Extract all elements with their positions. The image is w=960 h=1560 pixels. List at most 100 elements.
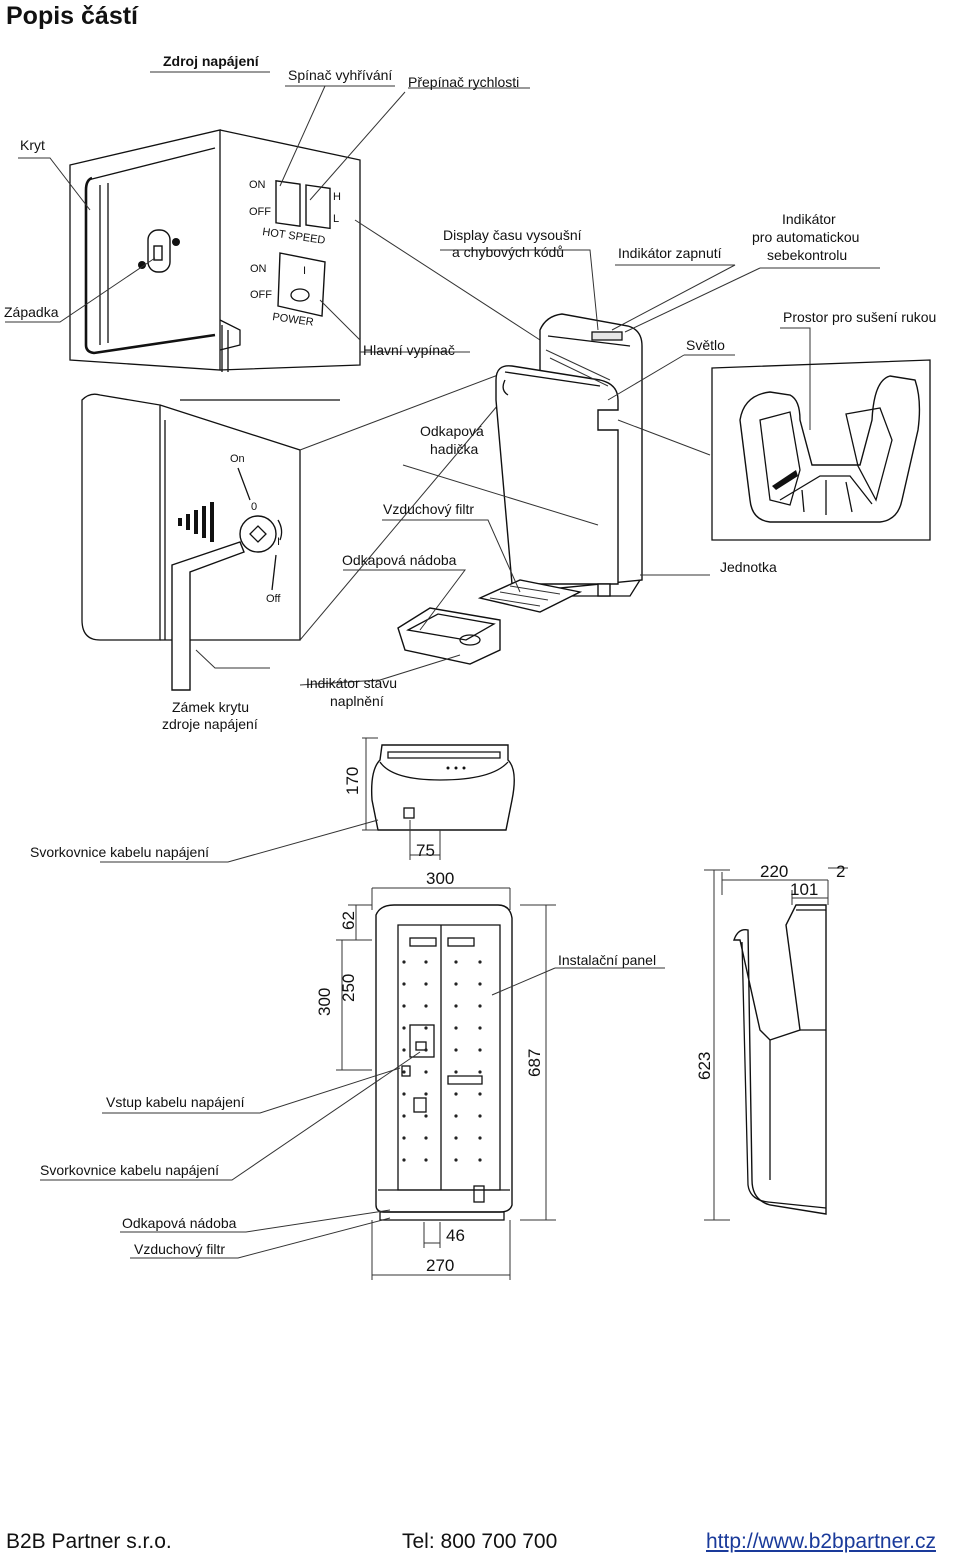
label-air-filter-bottom: Vzduchový filtr [134,1241,225,1257]
panel-hole [402,960,406,964]
panel-hole [402,1136,406,1140]
hot-speed-text: HOT SPEED [262,226,326,247]
panel-off-text: OFF [249,206,271,218]
panel-hole [402,982,406,986]
l-text: L [333,213,339,225]
panel-hole [454,1070,458,1074]
panel-hole [424,960,428,964]
panel-hole [454,1136,458,1140]
label-drain-hose-2: hadička [430,441,478,457]
panel-hole [424,1048,428,1052]
panel-hole [454,1026,458,1030]
label-terminal-block-bottom: Svorkovnice kabelu napájení [40,1162,219,1178]
label-on-indicator: Indikátor zapnutí [618,245,722,261]
dim-687: 687 [525,1049,544,1077]
panel-hole [454,960,458,964]
label-display-2: a chybových kódů [452,244,564,260]
panel-hole [478,1092,482,1096]
panel-hole [478,960,482,964]
panel-hole [478,1070,482,1074]
label-self-check-1: Indikátor [782,211,836,227]
leaders-unit [299,249,880,686]
label-light: Světlo [686,337,725,353]
footer-company: B2B Partner s.r.o. [6,1530,172,1553]
panel-hole [424,982,428,986]
leaders-top-left [5,71,541,353]
panel-holes [402,960,482,1162]
footer-url-wrapper: http://www.b2bpartner.cz [706,1530,936,1554]
panel-hole [454,1004,458,1008]
panel-hole [478,1026,482,1030]
panel-hole [424,1026,428,1030]
lock-1-text: I [277,536,280,548]
label-cover: Kryt [20,137,45,153]
panel-hole [454,1092,458,1096]
panel-hole [424,1114,428,1118]
panel-hole [424,1158,428,1162]
switch-i-text: I [303,265,306,277]
panel-hole [454,1048,458,1052]
label-unit: Jednotka [720,559,777,575]
label-fill-indicator-1: Indikátor stavu [306,675,397,691]
panel-hole [478,1114,482,1118]
label-air-filter: Vzduchový filtr [383,501,474,517]
panel-hole [454,982,458,986]
page-title: Popis částí [6,2,138,30]
lock-0-text: 0 [251,501,257,513]
dim-75: 75 [416,841,435,860]
label-drip-tray-bottom: Odkapová nádoba [122,1215,237,1231]
drying-space-detail [711,359,931,541]
panel-hole [402,1114,406,1118]
label-terminal-block-top: Svorkovnice kabelu napájení [30,844,209,860]
panel-hole [424,1070,428,1074]
label-speed-switch: Přepínač rychlosti [408,74,519,90]
lock-off-text: Off [266,593,281,605]
label-heater-switch: Spínač vyhřívání [288,67,392,83]
label-drying-space: Prostor pro sušení rukou [783,309,936,325]
label-self-check-2: pro automatickou [752,229,859,245]
parts-diagram: I ON OFF HOT SPEED H L ON OFF POWER Zdro… [4,53,936,1280]
label-fill-indicator-2: naplnění [330,693,384,709]
label-display-1: Display času vysoušní [443,227,582,243]
leader-cover-lock [195,649,270,669]
label-power-source: Zdroj napájení [163,53,260,69]
panel-hole [454,1158,458,1162]
dim-300-top: 300 [426,869,454,888]
panel-hole [478,982,482,986]
dim-46: 46 [446,1226,465,1245]
label-main-switch: Hlavní vypínač [363,342,455,358]
label-drain-hose-1: Odkapová [420,423,484,439]
power-text: POWER [272,311,315,329]
cover-lock-detail: On Off 0 I [81,393,340,691]
panel-hole [478,1136,482,1140]
panel-hole [424,1136,428,1140]
panel-hole [402,1092,406,1096]
dim-170: 170 [343,767,362,795]
label-latch: Západka [4,304,59,320]
panel-hole [402,1070,406,1074]
leader-lock-to-unit [299,374,499,451]
cover-detail: I ON OFF HOT SPEED H L ON OFF POWER [69,129,361,372]
top-view [100,737,515,863]
lock-on-text: On [230,453,245,465]
label-self-check-3: sebekontrolu [767,247,847,263]
side-view [704,867,848,1221]
panel-hole [402,1026,406,1030]
panel-hole [478,1048,482,1052]
panel-hole [402,1158,406,1162]
drip-tray-and-filter [397,579,583,665]
front-view [40,887,665,1280]
label-cover-lock-2: zdroje napájení [162,716,258,732]
power-off-text: OFF [250,289,272,301]
power-on-text: ON [250,263,267,275]
panel-on-text: ON [249,179,266,191]
footer-url-link[interactable]: http://www.b2bpartner.cz [706,1530,936,1553]
panel-hole [402,1048,406,1052]
panel-hole [424,1092,428,1096]
hand-dryer-unit [495,313,643,597]
label-install-panel: Instalační panel [558,952,656,968]
footer-phone: Tel: 800 700 700 [402,1530,558,1553]
panel-hole [478,1158,482,1162]
h-text: H [333,191,341,203]
dim-623: 623 [695,1052,714,1080]
